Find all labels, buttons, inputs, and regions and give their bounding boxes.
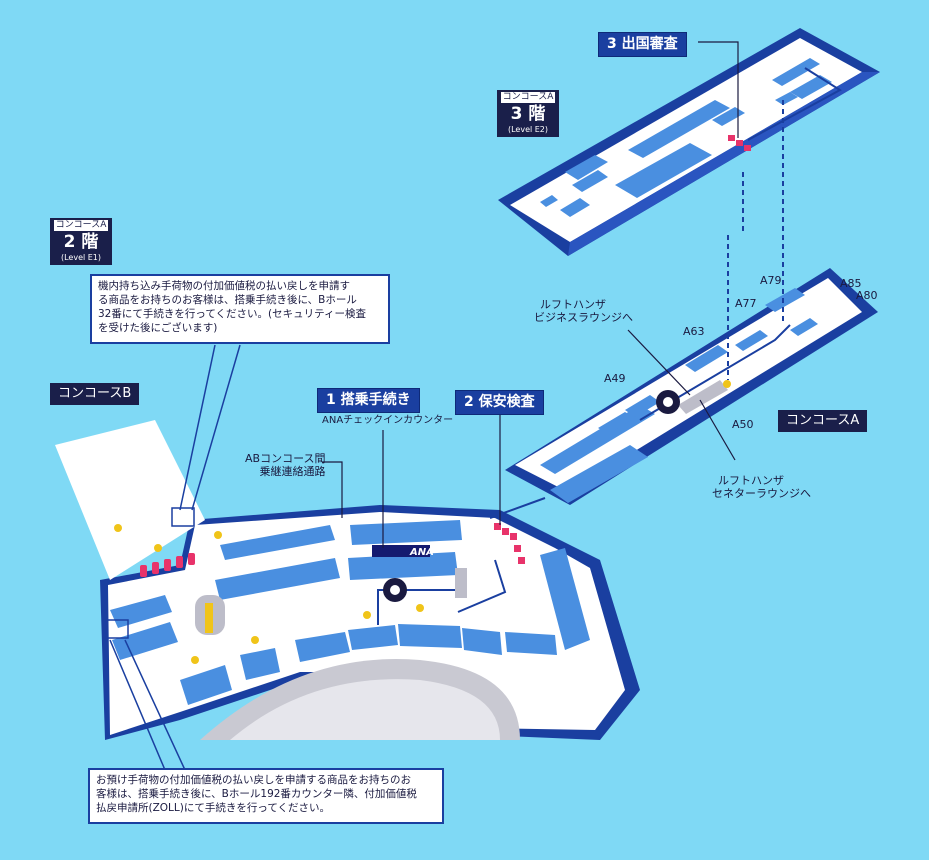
leader-line: [698, 41, 739, 138]
business-lounge-line1: ルフトハンザ: [540, 298, 606, 311]
transfer-icon: [383, 578, 407, 602]
leader-line: [627, 329, 691, 396]
leader-line: [109, 639, 166, 771]
leader-line: [179, 344, 216, 511]
senator-lounge-line2: セネターラウンジへ: [712, 487, 811, 500]
gate-a79: A79: [760, 274, 782, 287]
lounge-icon: [656, 390, 680, 414]
level3-en-label: (Level E2): [507, 125, 549, 134]
note-bottom-line3: 払戻申請所(ZOLL)にて手続きを行ってください。: [96, 802, 331, 814]
gate-a63: A63: [683, 325, 705, 338]
level3-concourse: [498, 28, 880, 256]
leader-line: [699, 399, 736, 461]
level3-floor-label: 3 階: [510, 104, 546, 124]
gate-a85: A85: [840, 277, 862, 290]
step2-security-label: 2 保安検査: [455, 390, 544, 415]
leader-line: [124, 639, 186, 771]
level2-en-label: (Level E1): [60, 253, 102, 262]
level2-floor-label: 2 階: [63, 232, 99, 252]
concourse-a: [505, 268, 878, 505]
level2-concourse-label: コンコースA: [54, 220, 108, 231]
ana-logo: ANA: [409, 547, 434, 558]
note-top-line3: 32番にて手続きを行ってください。(セキュリティー検査: [98, 308, 366, 320]
ana-checkin-sublabel: ANAチェックインカウンター: [322, 415, 454, 426]
step3-immigration-label: 3 出国審査: [598, 32, 687, 57]
business-lounge-line2: ビジネスラウンジへ: [534, 311, 633, 324]
leader-line: [191, 344, 241, 511]
note-bottom-line1: お預け手荷物の付加価値税の払い戻しを申請する商品をお持ちのお: [96, 774, 411, 786]
note-top-line2: る商品をお持ちのお客様は、搭乗手続き後に、Bホール: [98, 294, 357, 306]
step1-checkin-label: 1 搭乗手続き: [317, 388, 420, 413]
note-top-line1: 機内持ち込み手荷物の付加価値税の払い戻しを申請す: [98, 280, 350, 292]
leader-line: [322, 461, 343, 518]
note-top-line4: を受けた後にございます): [98, 322, 218, 334]
senator-lounge-line1: ルフトハンザ: [718, 474, 784, 487]
level2-indicator: コンコースA 2 階 (Level E1): [50, 218, 112, 265]
gate-a77: A77: [735, 297, 757, 310]
ab-passage-line1: ABコンコース間: [245, 452, 326, 465]
gate-a50: A50: [732, 418, 754, 431]
business-lounge-label: ルフトハンザ ビジネスラウンジへ: [534, 298, 633, 324]
level3-concourse-label: コンコースA: [501, 92, 555, 103]
ab-passage-line2: 乗継連絡通路: [259, 465, 326, 478]
ab-passage-label: ABコンコース間 乗継連絡通路: [245, 452, 326, 478]
senator-lounge-label: ルフトハンザ セネターラウンジへ: [712, 474, 811, 500]
concourse-a-label: コンコースA: [778, 410, 868, 432]
note-bottom-line2: 客様は、搭乗手続き後に、Bホール192番カウンター隣、付加価値税: [96, 788, 417, 800]
gate-a49: A49: [604, 372, 626, 385]
carry-on-refund-note: 機内持ち込み手荷物の付加価値税の払い戻しを申請す る商品をお持ちのお客様は、搭乗…: [90, 274, 390, 344]
gate-a80: A80: [856, 289, 878, 302]
level3-indicator: コンコースA 3 階 (Level E2): [497, 90, 559, 137]
main-level2-area: [55, 380, 731, 740]
checked-baggage-refund-note: お預け手荷物の付加価値税の払い戻しを申請する商品をお持ちのお 客様は、搭乗手続き…: [88, 768, 444, 824]
concourse-b-label: コンコースB: [50, 383, 140, 405]
